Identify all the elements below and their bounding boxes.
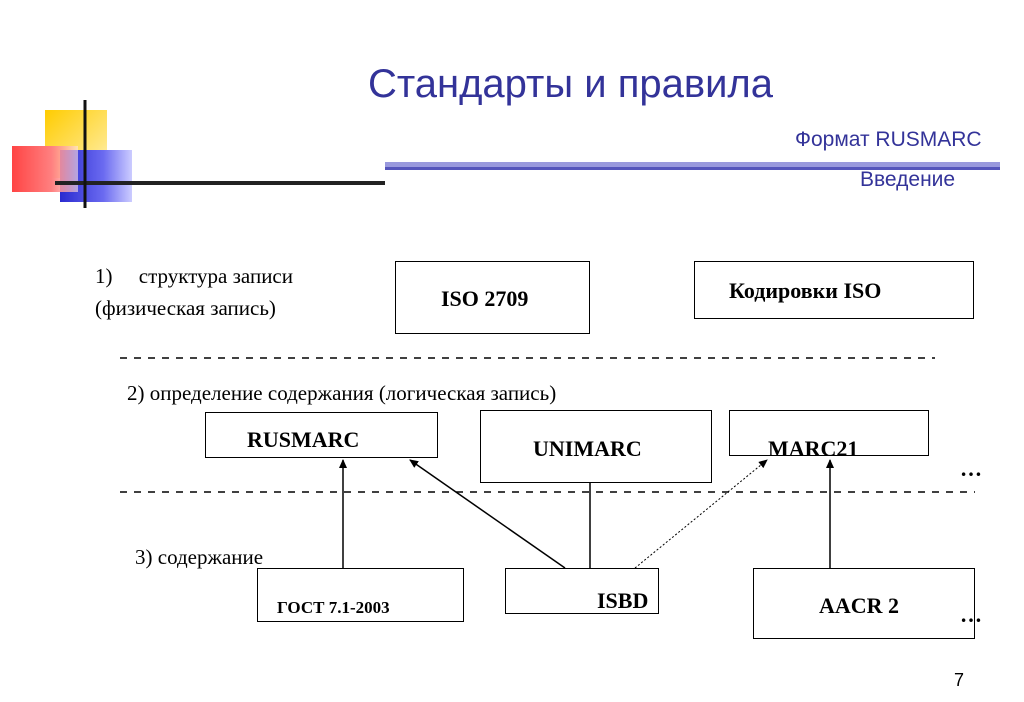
box-iso2709-label: ISO 2709 — [441, 286, 529, 311]
arrow-isbd-marc21 — [634, 459, 768, 569]
box-unimarc-label: UNIMARC — [533, 436, 642, 461]
level1-label-line2: (физическая запись) — [95, 296, 276, 320]
level3-label: 3) содержание — [135, 545, 264, 569]
box-marc21 — [729, 410, 929, 456]
arrow-isbd-rusmarc — [409, 459, 566, 569]
box-gost — [257, 568, 464, 622]
box-rusmarc — [205, 412, 438, 458]
box-unimarc — [480, 410, 712, 483]
title-underline — [55, 162, 1000, 185]
page-number: 7 — [953, 670, 964, 690]
box-iso2709 — [395, 261, 590, 334]
box-aacr2-label: AACR 2 — [819, 593, 900, 618]
ellipsis-row2: … — [960, 456, 982, 481]
box-marc21-label: MARC21 — [768, 436, 859, 461]
box-rusmarc-label: RUSMARC — [247, 427, 360, 452]
box-isbd — [505, 568, 659, 614]
subtitle-intro: Введение — [860, 168, 956, 191]
box-aacr2 — [753, 568, 975, 639]
subtitle-format: Формат RUSMARC — [795, 128, 982, 151]
box-encodings-label: Кодировки ISO — [729, 278, 882, 303]
level2-label: 2) определение содержания (логическая за… — [127, 381, 557, 405]
box-isbd-label: ISBD — [597, 588, 649, 613]
slide-title: Стандарты и правила — [368, 62, 774, 106]
level1-label-line1: 1) структура записи — [95, 264, 293, 288]
box-gost-label: ГОСТ 7.1-2003 — [277, 598, 390, 617]
box-encodings — [694, 261, 974, 319]
ellipsis-row3: … — [960, 602, 982, 627]
